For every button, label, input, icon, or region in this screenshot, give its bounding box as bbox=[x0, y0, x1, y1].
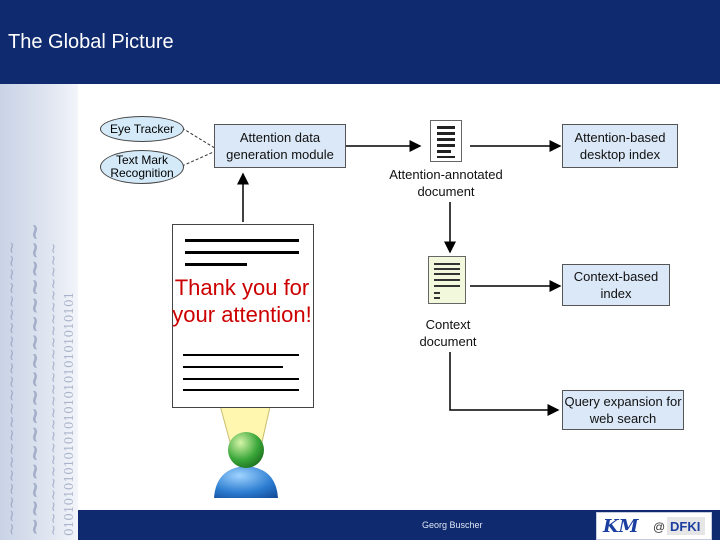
logo-graphic: KM @ DFKI bbox=[602, 516, 705, 537]
context-document-label: Context document bbox=[419, 317, 477, 349]
reading-document bbox=[172, 224, 314, 408]
dashed-connector-mark bbox=[181, 149, 219, 167]
svg-text:DFKI: DFKI bbox=[670, 519, 700, 534]
header-bar bbox=[0, 0, 720, 84]
svg-text:@: @ bbox=[653, 520, 665, 534]
text-mark-recognition-node: Text Mark Recognition bbox=[100, 150, 184, 184]
annotated-doc-lines bbox=[437, 126, 455, 158]
author-credit: Georg Buscher bbox=[422, 520, 483, 530]
user-icon bbox=[214, 432, 278, 498]
decorative-side-band: ~~~~~~~~~~~~~~~~~~~~~~ ~~~~~~~~~~~~~~~~~… bbox=[0, 84, 78, 540]
document-icon bbox=[430, 120, 462, 162]
thank-you-message: Thank you for your attention! bbox=[172, 275, 312, 327]
query-expansion-box: Query expansion for web search bbox=[562, 390, 684, 430]
organization-logo: KM @ DFKI bbox=[596, 512, 712, 540]
context-doc-lines bbox=[434, 263, 460, 299]
document-text-lines bbox=[183, 239, 299, 391]
svg-text:KM: KM bbox=[602, 516, 640, 537]
document-icon bbox=[428, 256, 466, 304]
dashed-connector-eye bbox=[181, 127, 219, 151]
slide-title: The Global Picture bbox=[8, 31, 174, 53]
attention-module-box: Attention data generation module bbox=[214, 124, 346, 168]
annotated-document-label: Attention-annotated document bbox=[389, 167, 503, 199]
context-index-box: Context-based index bbox=[562, 264, 670, 306]
desktop-index-box: Attention-based desktop index bbox=[562, 124, 678, 168]
arrow-context-to-query bbox=[449, 352, 560, 416]
eye-tracker-node: Eye Tracker bbox=[100, 116, 184, 142]
